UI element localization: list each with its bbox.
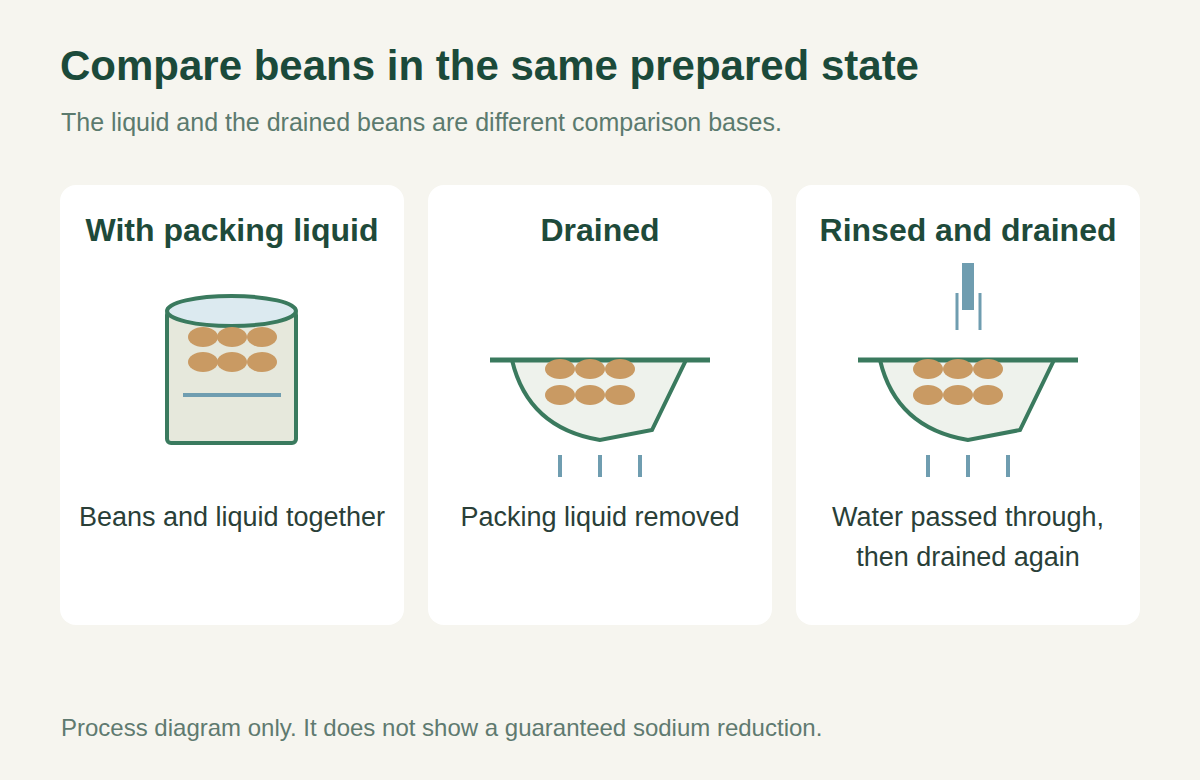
process-card: DrainedPacking liquid removed bbox=[428, 185, 772, 625]
card-heading: Rinsed and drained bbox=[796, 212, 1140, 249]
process-card: With packing liquidBeans and liquid toge… bbox=[60, 185, 404, 625]
card-description: Water passed through, then drained again bbox=[818, 497, 1118, 577]
card-description: Packing liquid removed bbox=[430, 497, 770, 537]
process-card: Rinsed and drainedWater passed through, … bbox=[796, 185, 1140, 625]
card-heading: Drained bbox=[428, 212, 772, 249]
card-description: Beans and liquid together bbox=[62, 497, 402, 537]
subtitle-note: The liquid and the drained beans are dif… bbox=[61, 108, 782, 137]
diagram-title: Compare beans in the same prepared state bbox=[60, 42, 919, 90]
footer-caption: Process diagram only. It does not show a… bbox=[61, 714, 822, 742]
card-heading: With packing liquid bbox=[60, 212, 404, 249]
